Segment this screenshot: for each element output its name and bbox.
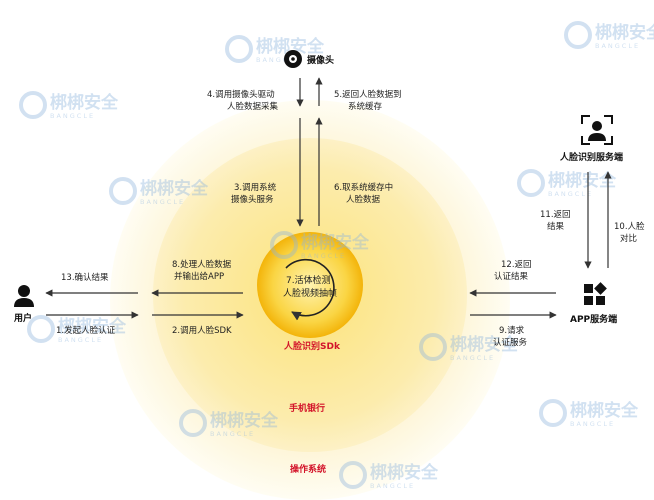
svg-text:BANGCLE: BANGCLE: [50, 112, 95, 120]
step10-line1: 10.人脸: [614, 221, 645, 232]
svg-text:梆梆安全: 梆梆安全: [58, 316, 127, 337]
step5-line1: 5.返回人脸数据到: [334, 89, 402, 100]
face-head: [592, 121, 602, 131]
step11-line1: 11.返回: [540, 209, 571, 220]
step2-label: 2.调用人脸SDK: [172, 325, 232, 336]
step4-line1: 4.调用摄像头驱动: [207, 89, 275, 100]
svg-text:梆梆安全: 梆梆安全: [370, 462, 439, 483]
face-scan-icon: [581, 115, 613, 145]
svg-text:BANGCLE: BANGCLE: [450, 354, 495, 362]
watermark-11: 梆梆安全 BANGCLE: [339, 461, 439, 490]
os-zone-label: 操作系统: [290, 463, 326, 475]
step6-line2: 人脸数据: [346, 194, 381, 205]
watermark-7: 梆梆安全 BANGCLE: [27, 315, 127, 344]
app-server-label: APP服务端: [570, 313, 617, 325]
core-step-line2: 人脸视频抽帧: [283, 287, 337, 299]
svg-text:BANGCLE: BANGCLE: [256, 56, 301, 64]
camera-icon: [284, 50, 302, 68]
camera-label: 摄像头: [307, 54, 334, 66]
step12-line1: 12.返回: [501, 259, 532, 270]
svg-text:梆梆安全: 梆梆安全: [450, 334, 519, 355]
step3-line2: 摄像头服务: [231, 194, 274, 205]
step10-line2: 对比: [620, 233, 637, 244]
step4-line2: 人脸数据采集: [227, 101, 279, 112]
step8-line1: 8.处理人脸数据: [172, 259, 232, 270]
step11-line2: 结果: [547, 221, 565, 232]
watermark-1: 梆梆安全 BANGCLE: [225, 35, 325, 64]
svg-text:BANGCLE: BANGCLE: [301, 252, 346, 260]
sdk-zone: [257, 232, 363, 338]
watermark-8: 梆梆安全 BANGCLE: [419, 333, 519, 362]
watermark-9: 梆梆安全 BANGCLE: [179, 409, 279, 438]
svg-text:梆梆安全: 梆梆安全: [301, 232, 370, 253]
svg-text:梆梆安全: 梆梆安全: [548, 170, 617, 191]
svg-text:BANGCLE: BANGCLE: [210, 430, 255, 438]
user-icon: [14, 285, 34, 307]
svg-text:BANGCLE: BANGCLE: [570, 420, 615, 428]
svg-text:梆梆安全: 梆梆安全: [256, 36, 325, 57]
step12-line2: 认证结果: [494, 271, 529, 282]
svg-text:BANGCLE: BANGCLE: [370, 482, 415, 490]
svg-text:BANGCLE: BANGCLE: [140, 198, 185, 206]
watermark-4: 梆梆安全 BANGCLE: [270, 231, 370, 260]
step13-label: 13.确认结果: [61, 272, 109, 283]
watermark-5: 梆梆安全 BANGCLE: [517, 169, 617, 198]
app-grid-icon: [584, 282, 607, 305]
svg-text:BANGCLE: BANGCLE: [58, 336, 103, 344]
core-loop-arrow: [285, 258, 335, 321]
bank-zone-label: 手机银行: [289, 402, 325, 414]
svg-text:BANGCLE: BANGCLE: [548, 190, 593, 198]
face-body: [588, 133, 606, 141]
svg-text:梆梆安全: 梆梆安全: [595, 22, 654, 43]
step9-line2: 认证服务: [493, 337, 528, 348]
svg-text:梆梆安全: 梆梆安全: [570, 400, 639, 421]
watermark-3: 梆梆安全 BANGCLE: [109, 177, 209, 206]
svg-text:梆梆安全: 梆梆安全: [210, 410, 279, 431]
step3-line1: 3.调用系统: [234, 182, 277, 193]
svg-text:梆梆安全: 梆梆安全: [50, 92, 119, 113]
watermark-2: 梆梆安全 BANGCLE: [19, 91, 119, 120]
sdk-zone-label: 人脸识别SDk: [283, 340, 341, 352]
user-label: 用户: [13, 312, 32, 324]
svg-text:BANGCLE: BANGCLE: [595, 42, 640, 50]
watermark-10: 梆梆安全 BANGCLE: [539, 399, 639, 428]
step6-line1: 6.取系统缓存中: [334, 182, 393, 193]
step5-line2: 系统缓存: [348, 101, 383, 112]
face-server-label: 人脸识别服务端: [559, 151, 623, 163]
step9-line1: 9.请求: [499, 325, 525, 336]
watermark-6: 梆梆安全 BANGCLE: [564, 21, 654, 50]
core-step-line1: 7.活体检测: [286, 274, 331, 286]
step1-label: 1.发起人脸认证: [56, 325, 116, 336]
step8-line2: 并输出给APP: [174, 271, 224, 282]
svg-text:梆梆安全: 梆梆安全: [140, 178, 209, 199]
